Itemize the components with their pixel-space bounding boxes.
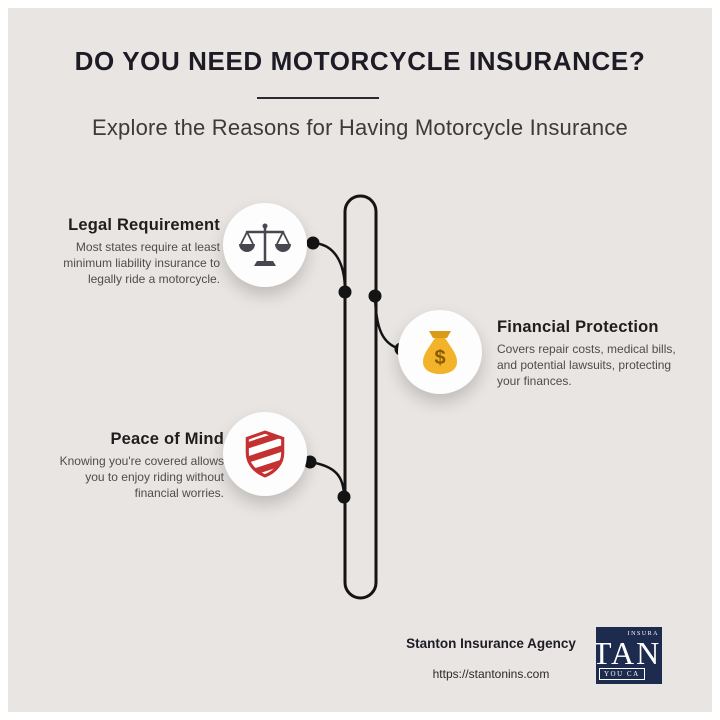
connector-financial: [373, 295, 401, 351]
page-subtitle: Explore the Reasons for Having Motorcycl…: [91, 115, 628, 140]
item-peace-of-mind: Peace of Mind Knowing you're covered all…: [46, 430, 224, 501]
connector-dot: [368, 289, 382, 303]
title-divider: [257, 97, 379, 99]
dollar-symbol: $: [434, 347, 445, 369]
item-financial-protection: Financial Protection Covers repair costs…: [497, 318, 685, 389]
logo-text-top: INSURA: [627, 631, 659, 637]
center-pill-shape: [343, 194, 378, 600]
peace-icon-circle: [223, 412, 307, 496]
page-title: DO YOU NEED MOTORCYCLE INSURANCE?: [74, 46, 646, 76]
connector-dot: [337, 490, 351, 504]
connector-dot: [306, 236, 320, 250]
item-legal-requirement: Legal Requirement Most states require at…: [30, 216, 220, 287]
item-description: Most states require at least minimum lia…: [63, 240, 220, 286]
connector-peace: [309, 460, 346, 498]
connector-dot: [338, 285, 352, 299]
legal-icon-circle: [223, 203, 307, 287]
money-bag-icon: $: [423, 331, 457, 374]
shield-icon: [245, 430, 285, 478]
company-url: https://stantonins.com: [432, 667, 550, 681]
item-description: Covers repair costs, medical bills, and …: [497, 342, 676, 388]
logo-text-bottom: YOU CA: [599, 668, 645, 680]
company-logo: INSURA TAN YOU CA: [596, 627, 662, 684]
connector-legal: [312, 241, 347, 292]
item-title: Legal Requirement: [68, 216, 220, 234]
logo-text-main: TAN: [596, 635, 662, 671]
footer: Stanton Insurance Agency https://stanton…: [386, 636, 596, 681]
scales-icon: [239, 223, 291, 266]
item-description: Knowing you're covered allows you to enj…: [59, 454, 224, 500]
company-name: Stanton Insurance Agency: [406, 636, 576, 651]
financial-icon-circle: $: [398, 310, 482, 394]
item-title: Peace of Mind: [110, 430, 224, 448]
header: DO YOU NEED MOTORCYCLE INSURANCE? Explor…: [8, 8, 712, 141]
item-title: Financial Protection: [497, 318, 659, 336]
